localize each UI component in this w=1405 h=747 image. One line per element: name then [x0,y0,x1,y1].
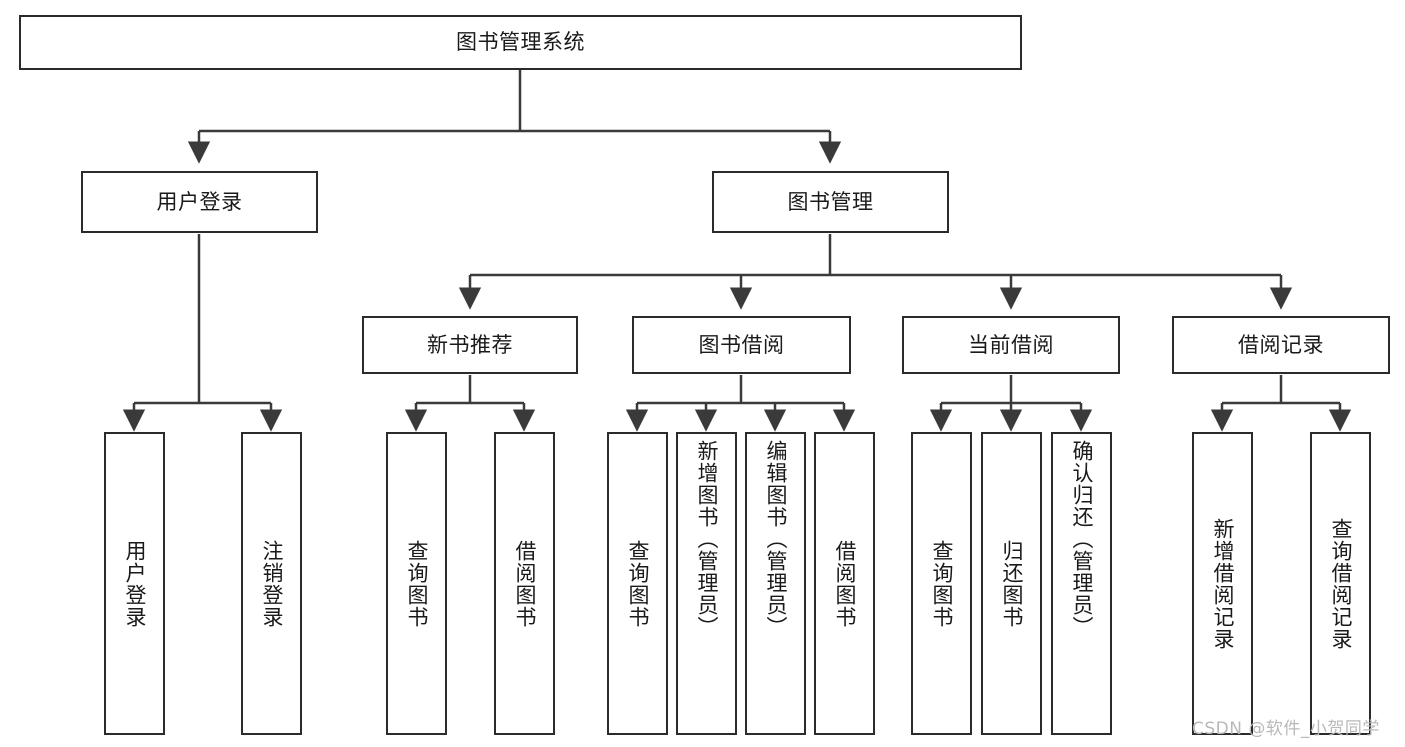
node-label: 借阅记录 [1238,332,1324,357]
leaf-logout[interactable]: 注销登录 [241,432,302,735]
leaf-label: 编辑图书（管理员） [763,440,788,638]
node-current-borrow[interactable]: 当前借阅 [902,316,1120,374]
node-book-borrow[interactable]: 图书借阅 [632,316,851,374]
leaf-label: 查询借阅记录 [1328,517,1353,650]
leaf-add-book-admin[interactable]: 新增图书（管理员） [676,432,737,735]
leaf-add-borrow-record[interactable]: 新增借阅记录 [1192,432,1253,735]
node-label: 用户登录 [156,189,243,214]
leaf-return-book[interactable]: 归还图书 [981,432,1042,735]
node-label: 图书借阅 [698,332,785,357]
leaf-label: 新增图书（管理员） [694,440,719,638]
leaf-edit-book-admin[interactable]: 编辑图书（管理员） [745,432,806,735]
node-label: 新书推荐 [427,332,513,357]
leaf-label: 用户登录 [122,539,147,628]
leaf-label: 归还图书 [999,539,1024,628]
csdn-watermark: CSDN @软件_小贺同学 [1192,719,1380,739]
leaf-label: 借阅图书 [512,539,537,628]
node-new-book-recommend[interactable]: 新书推荐 [362,316,578,374]
leaf-user-login[interactable]: 用户登录 [104,432,165,735]
leaf-label: 新增借阅记录 [1210,517,1235,650]
node-label: 当前借阅 [968,332,1054,357]
leaf-query-borrow-record[interactable]: 查询借阅记录 [1310,432,1371,735]
node-label: 图书管理系统 [456,30,585,55]
leaf-borrow-book-recommend[interactable]: 借阅图书 [494,432,555,735]
leaf-borrow-book[interactable]: 借阅图书 [814,432,875,735]
node-user-login[interactable]: 用户登录 [81,171,318,233]
leaf-label: 查询图书 [625,539,650,628]
leaf-label: 注销登录 [259,539,284,628]
node-borrow-record[interactable]: 借阅记录 [1172,316,1390,374]
leaf-label: 确认归还（管理员） [1069,440,1094,638]
leaf-query-book-borrow[interactable]: 查询图书 [607,432,668,735]
leaf-label: 查询图书 [404,539,429,628]
node-book-management[interactable]: 图书管理 [712,171,949,233]
node-label: 图书管理 [787,189,874,214]
leaf-query-book-current[interactable]: 查询图书 [911,432,972,735]
node-root-book-management-system[interactable]: 图书管理系统 [19,15,1022,70]
leaf-query-book-recommend[interactable]: 查询图书 [386,432,447,735]
leaf-label: 查询图书 [929,539,954,628]
leaf-label: 借阅图书 [832,539,857,628]
leaf-confirm-return-admin[interactable]: 确认归还（管理员） [1051,432,1112,735]
